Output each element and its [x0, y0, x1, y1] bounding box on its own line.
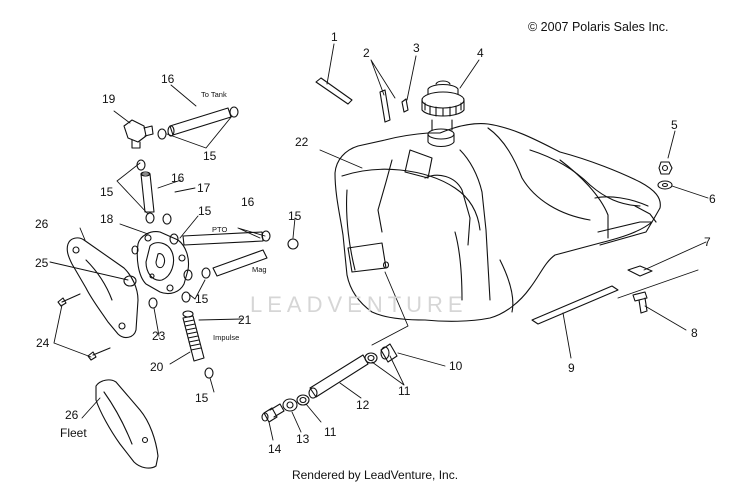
callout-17: 17 [197, 181, 211, 195]
note-impulse: Impulse [213, 333, 239, 342]
bolt-part-8 [632, 291, 648, 314]
fuel-pump-part-18 [136, 231, 190, 295]
footer-credit: Rendered by LeadVenture, Inc. [291, 468, 459, 482]
callout-18: 18 [100, 212, 114, 226]
clamp-part-15d [145, 212, 155, 224]
clamp-part-15f [287, 238, 299, 250]
bracket-part-26a [66, 237, 139, 339]
callout-8: 8 [691, 326, 698, 340]
clamp-part-17 [162, 213, 172, 225]
clamp-part-15g [181, 291, 191, 303]
callout-16-top: 16 [161, 72, 175, 86]
fuel-tank [334, 123, 661, 322]
hose-part-16a [169, 107, 232, 136]
strip-part-9 [531, 285, 619, 325]
hose-pto [182, 231, 264, 246]
fitting-part-10 [380, 343, 398, 363]
callout-11b: 11 [324, 425, 337, 439]
callout-21: 21 [238, 313, 252, 327]
leader-lines [49, 43, 709, 441]
callout-3: 3 [413, 41, 420, 55]
bracket-part-26b [95, 379, 159, 469]
spacer-part-25 [123, 275, 137, 287]
callout-11a: 11 [398, 384, 411, 398]
callout-25: 25 [35, 256, 49, 270]
note-fleet: Fleet [60, 426, 87, 440]
note-mag: Mag [252, 265, 267, 274]
callout-5: 5 [671, 118, 678, 132]
callout-labels: 1 2 3 4 5 6 7 8 9 10 11 11 12 13 14 15 1… [35, 30, 716, 456]
callout-23: 23 [152, 329, 166, 343]
nut-part-5 [658, 161, 673, 175]
hose-mag [212, 249, 268, 277]
callout-10: 10 [449, 359, 463, 373]
washer-part-6 [657, 180, 673, 190]
fuel-cap [421, 80, 465, 148]
callout-12: 12 [356, 398, 370, 412]
vent-hose-part-2 [379, 89, 391, 123]
callout-6: 6 [709, 192, 716, 206]
callout-15-low: 15 [195, 292, 209, 306]
callout-15-left: 15 [100, 185, 114, 199]
clamp-part-11b [296, 394, 310, 406]
clamp-part-15a [157, 128, 167, 140]
hose-part-12 [308, 354, 369, 399]
callout-15-mid: 15 [198, 204, 212, 218]
callout-26-top: 26 [35, 217, 49, 231]
callout-24: 24 [36, 336, 50, 350]
strap-part-1 [315, 77, 353, 105]
fitting-part-19 [123, 119, 154, 149]
copyright-notice: © 2007 Polaris Sales Inc. [528, 20, 669, 34]
callout-16-left: 16 [171, 171, 185, 185]
clamp-part-15h [204, 367, 214, 379]
note-pto: PTO [212, 225, 227, 234]
callout-13: 13 [296, 432, 310, 446]
screw-part-24b [87, 347, 111, 361]
washer-part-23 [148, 297, 158, 309]
callout-2: 2 [363, 46, 370, 60]
clamp-part-15c [136, 159, 146, 171]
callout-16-right: 16 [241, 195, 255, 209]
pad-part-7 [627, 265, 653, 277]
clamp-part-15b [229, 106, 239, 118]
clamp-part-15e [131, 245, 139, 255]
fitting-part-3 [401, 98, 409, 113]
callout-7: 7 [704, 235, 711, 249]
callout-9: 9 [568, 361, 575, 375]
grommet-part-13 [282, 398, 298, 412]
hose-part-16b [140, 173, 155, 213]
callout-19: 19 [102, 92, 116, 106]
note-to-tank: To Tank [201, 90, 227, 99]
valve-part-14 [261, 403, 285, 423]
callout-15-top: 15 [203, 149, 217, 163]
screw-part-24a [57, 293, 81, 307]
callout-4: 4 [477, 46, 484, 60]
callout-1: 1 [331, 30, 338, 44]
callout-15-right: 15 [288, 209, 302, 223]
callout-26-fleet: 26 [65, 408, 79, 422]
callout-22: 22 [295, 135, 309, 149]
callout-20: 20 [150, 360, 164, 374]
callout-14: 14 [268, 442, 282, 456]
watermark-text: LEADVENTURE [250, 292, 468, 317]
callout-15-bottom: 15 [195, 391, 209, 405]
